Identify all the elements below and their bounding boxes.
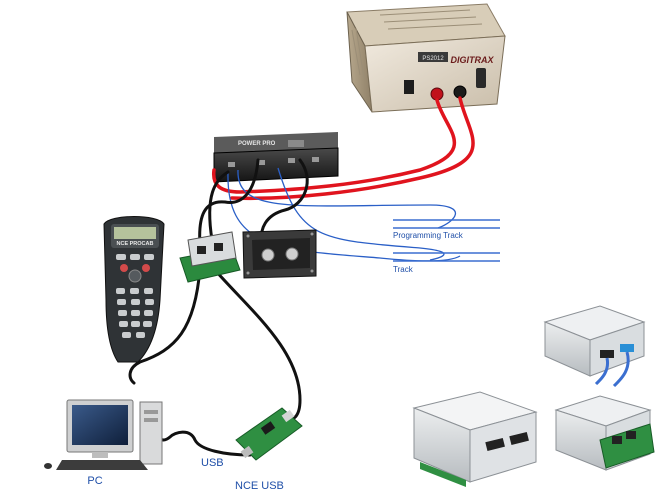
red-terminal xyxy=(430,87,444,101)
panel-jacks-body xyxy=(187,231,237,267)
key[interactable] xyxy=(116,288,125,294)
pc-mouse xyxy=(44,463,52,469)
key[interactable] xyxy=(136,332,145,338)
power-supply-vents xyxy=(351,9,483,79)
booster-cable-2 xyxy=(260,158,309,242)
module-pcb-edge xyxy=(420,462,466,487)
module-front xyxy=(589,321,645,377)
accessory-module-large xyxy=(412,391,538,487)
usb-chip xyxy=(260,421,276,435)
usb-jack xyxy=(281,409,295,423)
key[interactable] xyxy=(142,264,150,272)
track-label: Track xyxy=(393,265,414,274)
pc-tower xyxy=(139,401,163,465)
pc-keyboard xyxy=(56,460,148,470)
programming-track-label: Programming Track xyxy=(393,231,464,240)
key[interactable] xyxy=(131,299,140,305)
module-connector xyxy=(509,431,529,446)
throttle-knob[interactable] xyxy=(128,269,142,283)
module-pcb xyxy=(599,423,655,469)
track-rails xyxy=(393,219,500,262)
key[interactable] xyxy=(118,310,127,316)
module-connector xyxy=(626,431,636,439)
accessory-module-top xyxy=(543,305,646,388)
module-cable xyxy=(594,357,610,386)
faceplate-jack-2 xyxy=(285,247,299,261)
power-supply: PS2012 DIGITRAX xyxy=(346,3,506,113)
module-connector xyxy=(612,436,622,444)
usb-label: USB xyxy=(201,457,224,469)
key[interactable] xyxy=(122,332,131,338)
pc xyxy=(44,399,163,470)
red-power-wire-1 xyxy=(211,98,457,194)
booster-connector xyxy=(288,140,304,147)
pc-screen xyxy=(72,405,128,445)
panel-to-cab-cable xyxy=(128,266,202,385)
key[interactable] xyxy=(116,254,126,260)
booster-jacks xyxy=(228,157,319,167)
module-connector xyxy=(485,437,505,452)
power-supply-knob xyxy=(476,68,486,88)
track-feeder-a xyxy=(277,167,445,261)
key[interactable] xyxy=(130,254,140,260)
power-supply-panel-text: PS2012 xyxy=(422,56,444,62)
faceplate-inner xyxy=(252,238,310,270)
red-power-wire-2 xyxy=(230,96,475,201)
power-wires xyxy=(211,96,475,201)
power-pro-booster: POWER PRO xyxy=(213,132,339,183)
key[interactable] xyxy=(117,299,126,305)
usb-port xyxy=(240,445,254,459)
procab-throttle: NCE PROCAB xyxy=(103,216,165,363)
power-switch[interactable] xyxy=(404,80,414,94)
power-supply-front xyxy=(364,35,506,113)
key[interactable] xyxy=(120,264,128,272)
utp-panel-board xyxy=(179,231,241,283)
panel-to-usb-cable xyxy=(213,268,302,422)
throttle-display-text: NCE PROCAB xyxy=(117,241,154,247)
faceplate xyxy=(242,229,317,279)
nce-usb-board xyxy=(235,407,303,461)
booster-cable-3 xyxy=(208,170,230,242)
nce-usb-label: NCE USB xyxy=(235,480,284,492)
faceplate-jack-1 xyxy=(261,248,275,262)
booster-top xyxy=(214,132,338,153)
panel-jack-2 xyxy=(214,243,223,251)
key[interactable] xyxy=(144,310,153,316)
throttle-keypad xyxy=(116,254,154,338)
accessory-module-bottom xyxy=(554,395,655,471)
key[interactable] xyxy=(130,288,139,294)
module-cable xyxy=(612,351,630,388)
usb-to-pc-cable xyxy=(156,430,252,457)
key[interactable] xyxy=(144,254,154,260)
key[interactable] xyxy=(119,321,128,327)
key[interactable] xyxy=(131,310,140,316)
key[interactable] xyxy=(143,321,152,327)
power-supply-meter xyxy=(418,52,448,62)
booster-to-panel-cable xyxy=(198,158,260,247)
module-connector xyxy=(600,350,614,358)
pc-label: PC xyxy=(87,475,102,487)
power-supply-brand: DIGITRAX xyxy=(450,55,494,65)
panel-jack-1 xyxy=(197,246,206,254)
key[interactable] xyxy=(144,288,153,294)
module-connector-blue xyxy=(620,344,634,352)
key[interactable] xyxy=(131,321,140,327)
key[interactable] xyxy=(145,299,154,305)
throttle-lcd xyxy=(114,227,156,239)
booster-label: POWER PRO xyxy=(238,141,276,147)
black-terminal xyxy=(453,85,467,99)
